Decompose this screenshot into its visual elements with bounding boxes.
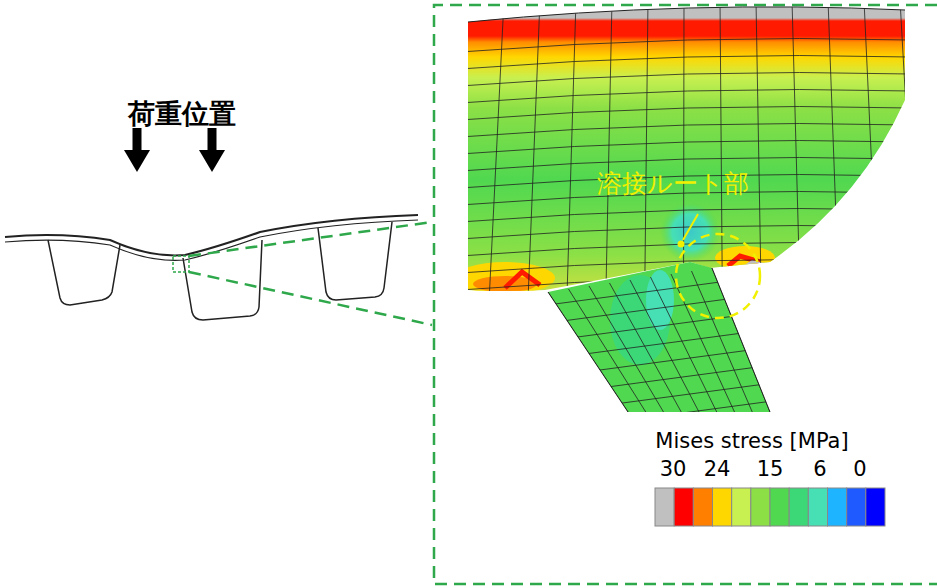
colorbar-value: 15	[757, 458, 784, 481]
colorbar-value: 30	[660, 458, 687, 481]
colorbar-title: Mises stress [MPa]	[655, 430, 848, 453]
colorbar-value: 24	[704, 458, 731, 481]
colorbar-value: 6	[813, 458, 826, 481]
colorbar-value: 0	[853, 458, 866, 481]
load-position-label: 荷重位置	[128, 99, 236, 129]
weld-root-label: 溶接ルート部	[597, 170, 749, 198]
